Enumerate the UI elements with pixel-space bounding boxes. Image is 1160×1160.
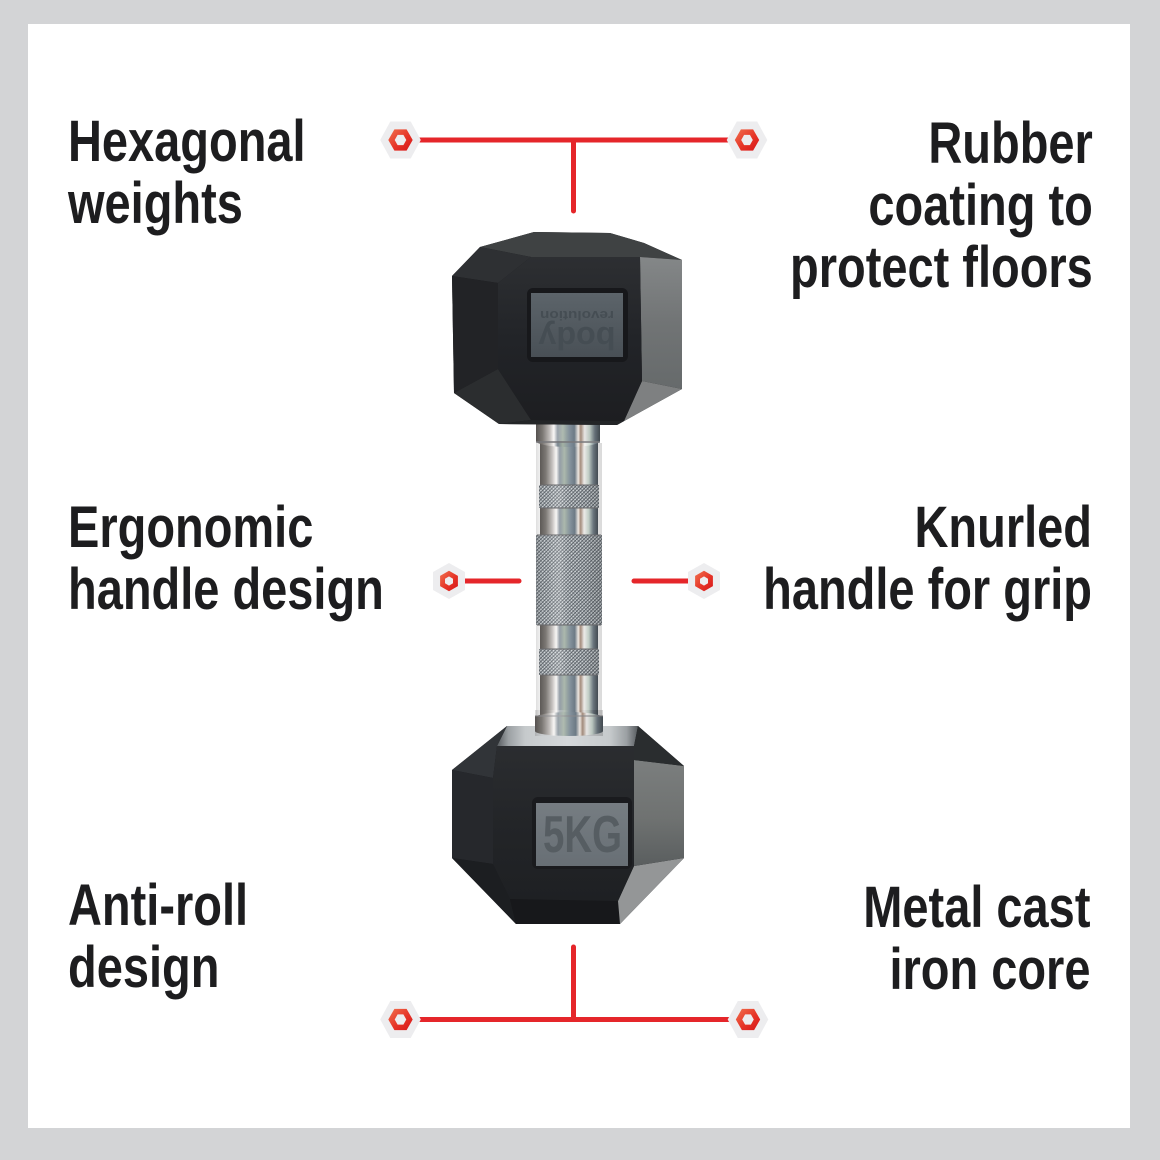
svg-text:body: body [538,320,615,356]
svg-text:revolution: revolution [540,308,614,323]
svg-text:5KG: 5KG [543,806,622,864]
